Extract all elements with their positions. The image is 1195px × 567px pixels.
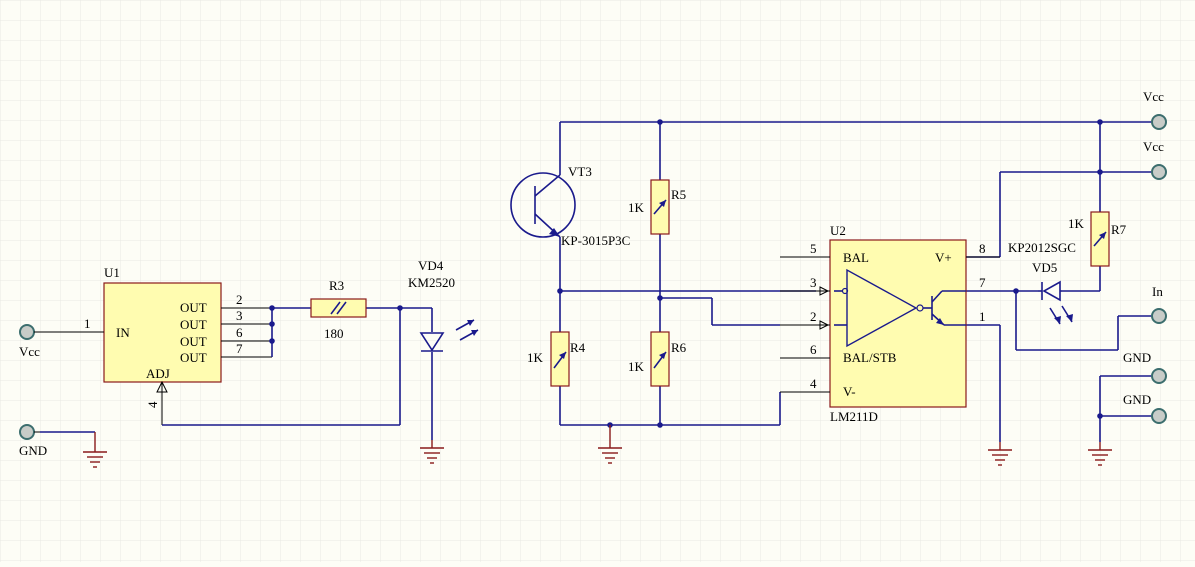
port-gnd-right-2-label: GND (1123, 392, 1151, 407)
u1-out-label-1: OUT (180, 300, 207, 315)
vd4-led[interactable]: VD4 KM2520 (408, 258, 479, 352)
u2-pin-balstb: 6 (810, 342, 817, 357)
vd4-part: KM2520 (408, 275, 455, 290)
vd5-ref: VD5 (1032, 260, 1057, 275)
u2-ref: U2 (830, 223, 846, 238)
r4-value: 1K (527, 350, 544, 365)
r7-ref: R7 (1111, 222, 1127, 237)
left-wires (40, 305, 433, 444)
u1-ref: U1 (104, 265, 120, 280)
u2-pin-out7: 7 (979, 275, 986, 290)
u1-pin-adj: 4 (145, 401, 160, 408)
u2-vplus-label: V+ (935, 250, 952, 265)
u2-pin-in-minus: 2 (810, 309, 817, 324)
vt3-part: KP-3015P3C (561, 233, 630, 248)
u1-out-label-2: OUT (180, 317, 207, 332)
u1-in-label: IN (116, 325, 130, 340)
u1-regulator[interactable]: U1 IN ADJ OUT OUT OUT OUT 1 2 3 6 7 4 (60, 265, 272, 425)
u1-pin-out-2: 3 (236, 308, 243, 323)
u1-pin-out-1: 2 (236, 292, 243, 307)
u2-part: LM211D (830, 409, 878, 424)
port-gnd-left[interactable]: GND (19, 424, 47, 458)
u2-pin-vminus: 4 (810, 376, 817, 391)
r6-value: 1K (628, 359, 645, 374)
port-gnd-left-label: GND (19, 443, 47, 458)
u2-comparator[interactable]: U2 LM211D BAL BAL/STB V- V+ 5 3 2 6 4 8 (780, 223, 1000, 424)
r4-ref: R4 (570, 340, 586, 355)
u2-balstb-label: BAL/STB (843, 350, 897, 365)
u1-body (103, 282, 222, 383)
port-vcc-top[interactable]: Vcc (1143, 89, 1167, 130)
u2-pin-in-plus: 3 (810, 275, 817, 290)
u1-pin-in: 1 (84, 316, 91, 331)
u2-body (829, 239, 967, 408)
u2-pin-out1: 1 (979, 309, 986, 324)
vd5-led[interactable]: VD5 KP2012SGC (1008, 240, 1076, 325)
u2-pin-bal: 5 (810, 241, 817, 256)
port-gnd-right-2[interactable]: GND (1123, 392, 1167, 424)
r6-ref: R6 (671, 340, 687, 355)
port-vcc-top-label: Vcc (1143, 89, 1164, 104)
port-in[interactable]: In (1151, 284, 1167, 324)
u1-pin-out-4: 7 (236, 341, 243, 356)
r3-ref: R3 (329, 278, 344, 293)
r5-ref: R5 (671, 187, 686, 202)
r6-resistor[interactable]: R6 1K (628, 331, 687, 387)
u2-bal-label: BAL (843, 250, 869, 265)
r7-resistor[interactable]: R7 1K (1068, 211, 1127, 267)
port-gnd-right-1[interactable]: GND (1123, 350, 1167, 384)
u1-adj-label: ADJ (146, 366, 170, 381)
u1-out-label-4: OUT (180, 350, 207, 365)
vt3-ref: VT3 (568, 164, 592, 179)
u1-pin-out-3: 6 (236, 325, 243, 340)
r4-resistor[interactable]: R4 1K (527, 331, 586, 387)
vd5-part: KP2012SGC (1008, 240, 1076, 255)
port-vcc-left[interactable]: Vcc (19, 324, 60, 359)
r3-value: 180 (324, 326, 344, 341)
u1-out-label-3: OUT (180, 334, 207, 349)
vt3-phototransistor[interactable]: VT3 KP-3015P3C (510, 164, 630, 248)
r3-resistor[interactable]: R3 180 (310, 278, 367, 341)
u2-pin-vplus: 8 (979, 241, 986, 256)
u2-vminus-label: V- (843, 384, 856, 399)
port-gnd-right-1-label: GND (1123, 350, 1151, 365)
r7-value: 1K (1068, 216, 1085, 231)
vd4-ref: VD4 (418, 258, 444, 273)
port-vcc-second-label: Vcc (1143, 139, 1164, 154)
r5-resistor[interactable]: R5 1K (628, 179, 686, 235)
r5-value: 1K (628, 200, 645, 215)
port-vcc-second[interactable]: Vcc (1143, 139, 1167, 180)
port-vcc-left-label: Vcc (19, 344, 40, 359)
port-in-label: In (1152, 284, 1163, 299)
